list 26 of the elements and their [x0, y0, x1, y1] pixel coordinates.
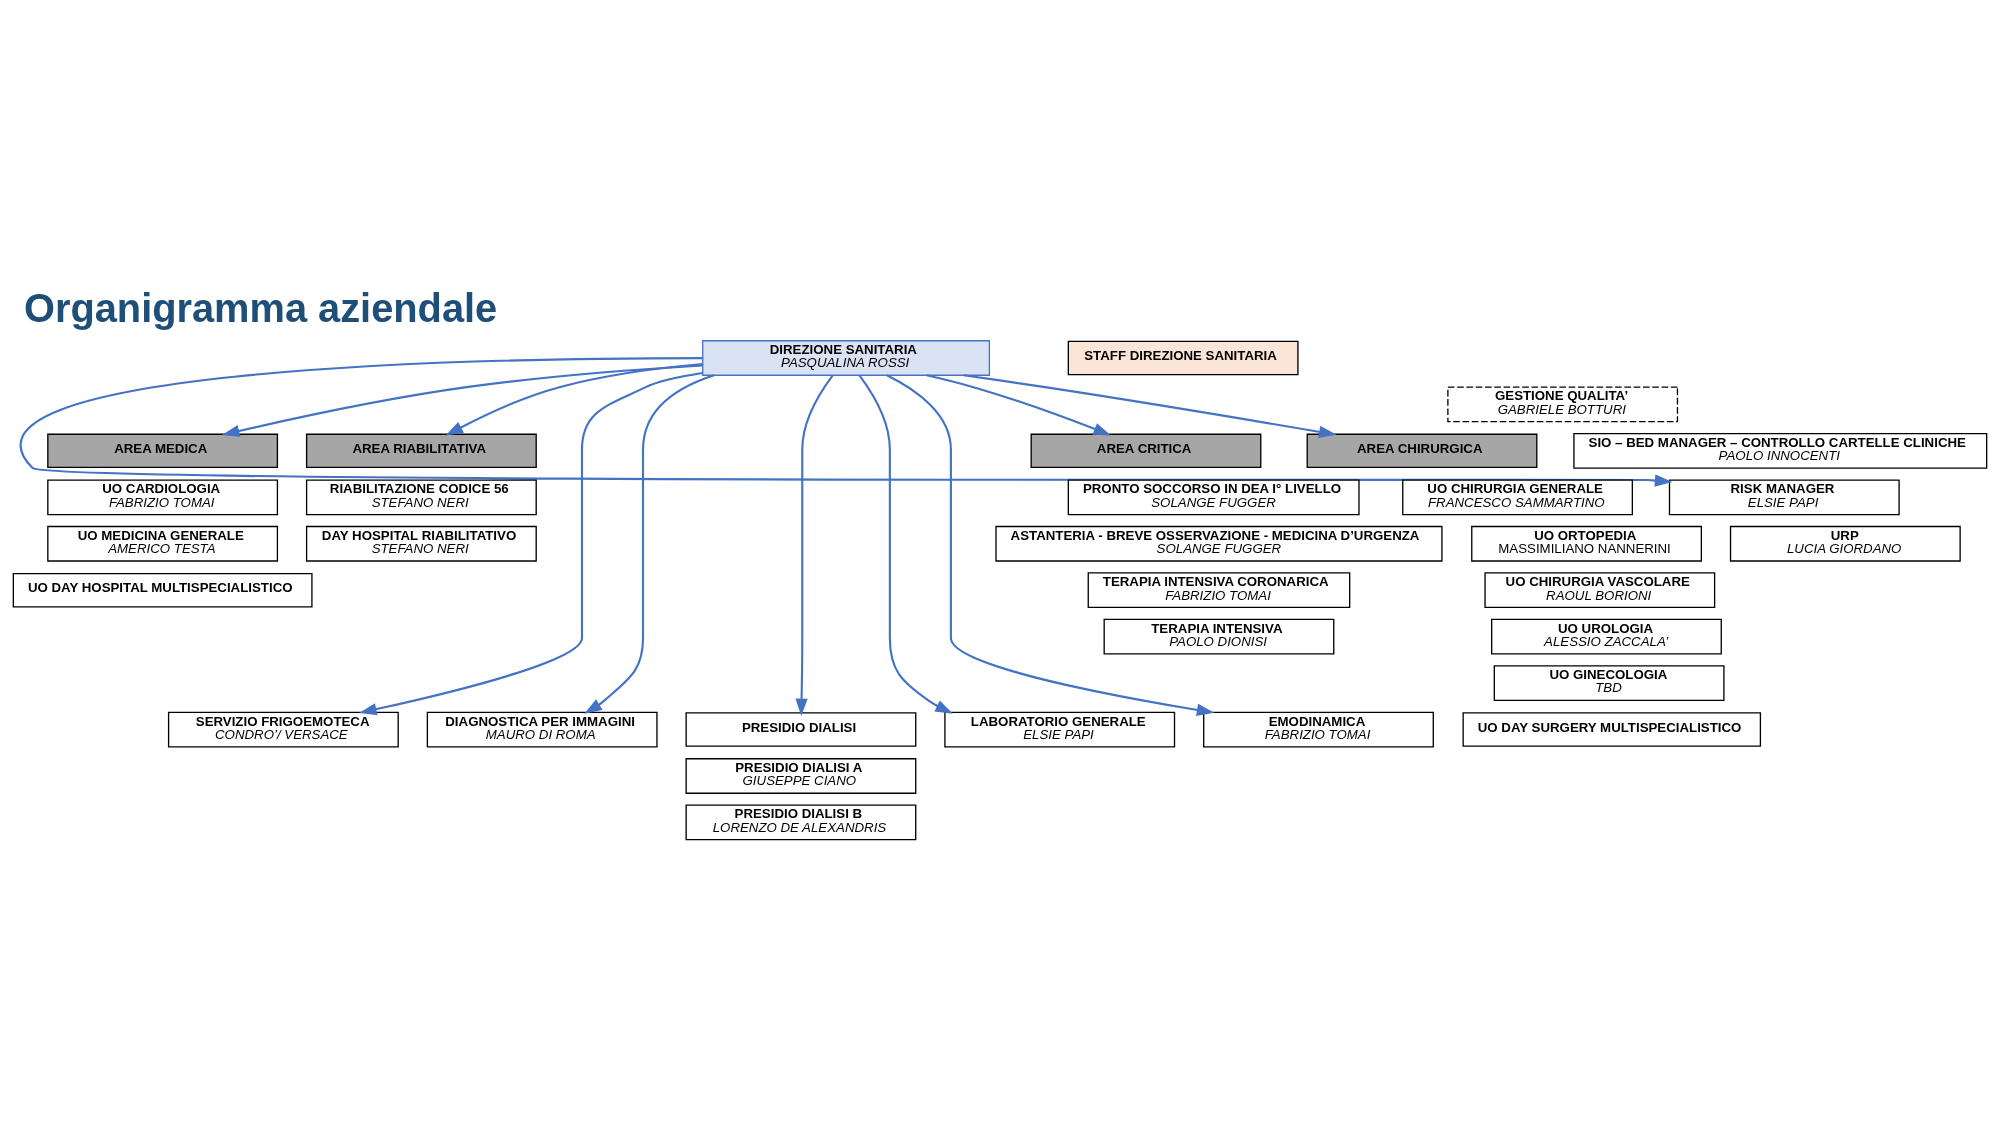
node-box: RIABILITAZIONE CODICE 56 STEFANO NERI	[305, 478, 537, 515]
node-box: DAY HOSPITAL RIABILITATIVO STEFANO NERI	[305, 525, 537, 562]
node-box: UO CARDIOLOGIA FABRIZIO TOMAI	[47, 478, 279, 515]
node-box: UO MEDICINA GENERALE AMERICO TESTA	[47, 525, 279, 562]
node-box: UO CHIRURGIA GENERALE FRANCESCO SAMMARTINO	[1402, 478, 1633, 515]
node-box: DIAGNOSTICA PER IMMAGINI MAURO DI ROMA	[426, 711, 658, 747]
node-box: UO GINECOLOGIA TBD	[1493, 664, 1725, 701]
node-box: PRESIDIO DIALISI	[685, 711, 917, 747]
node-box: PRONTO SOCCORSO IN DEA I° LIVELLO SOLANGE FUGGER	[1067, 478, 1360, 515]
node-box: LABORATORIO GENERALE ELSIE PAPI	[944, 711, 1176, 747]
node-box: EMODINAMICA FABRIZIO TOMAI	[1203, 711, 1434, 747]
node-box: RISK MANAGER ELSIE PAPI	[1668, 478, 1900, 515]
node-box: PRESIDIO DIALISI B LORENZO DE ALEXANDRIS	[685, 804, 917, 840]
node-box: UO CHIRURGIA VASCOLARE RAOUL BORIONI	[1484, 571, 1716, 608]
diagram-title: Organigramma aziendale	[23, 285, 498, 330]
node-box: SERVIZIO FRIGOEMOTECA CONDRO’/ VERSACE	[167, 711, 399, 747]
node-box: TERAPIA INTENSIVA CORONARICA FABRIZIO TOMAI	[1087, 571, 1351, 608]
node-box: UO ORTOPEDIA MASSIMILIANO NANNERINI	[1471, 525, 1702, 562]
node-box: UO DAY SURGERY MULTISPECIALISTICO	[1462, 711, 1762, 747]
node-box: URP LUCIA GIORDANO	[1729, 525, 1961, 562]
node-box: UO DAY HOSPITAL MULTISPECIALISTICO	[12, 572, 313, 607]
node-box: SIO – BED MANAGER – CONTROLLO CARTELLE CLINICHE PAOLO INNOCENTI	[1573, 432, 1988, 469]
node-box: UO UROLOGIA ALESSIO ZACCALA’	[1491, 618, 1722, 655]
node-box: ASTANTERIA - BREVE OSSERVAZIONE - MEDICINA D’URGENZA SOLANGE FUGGER	[995, 525, 1443, 562]
node-box: TERAPIA INTENSIVA PAOLO DIONISI	[1103, 618, 1335, 655]
node-box: PRESIDIO DIALISI A GIUSEPPE CIANO	[685, 757, 917, 794]
